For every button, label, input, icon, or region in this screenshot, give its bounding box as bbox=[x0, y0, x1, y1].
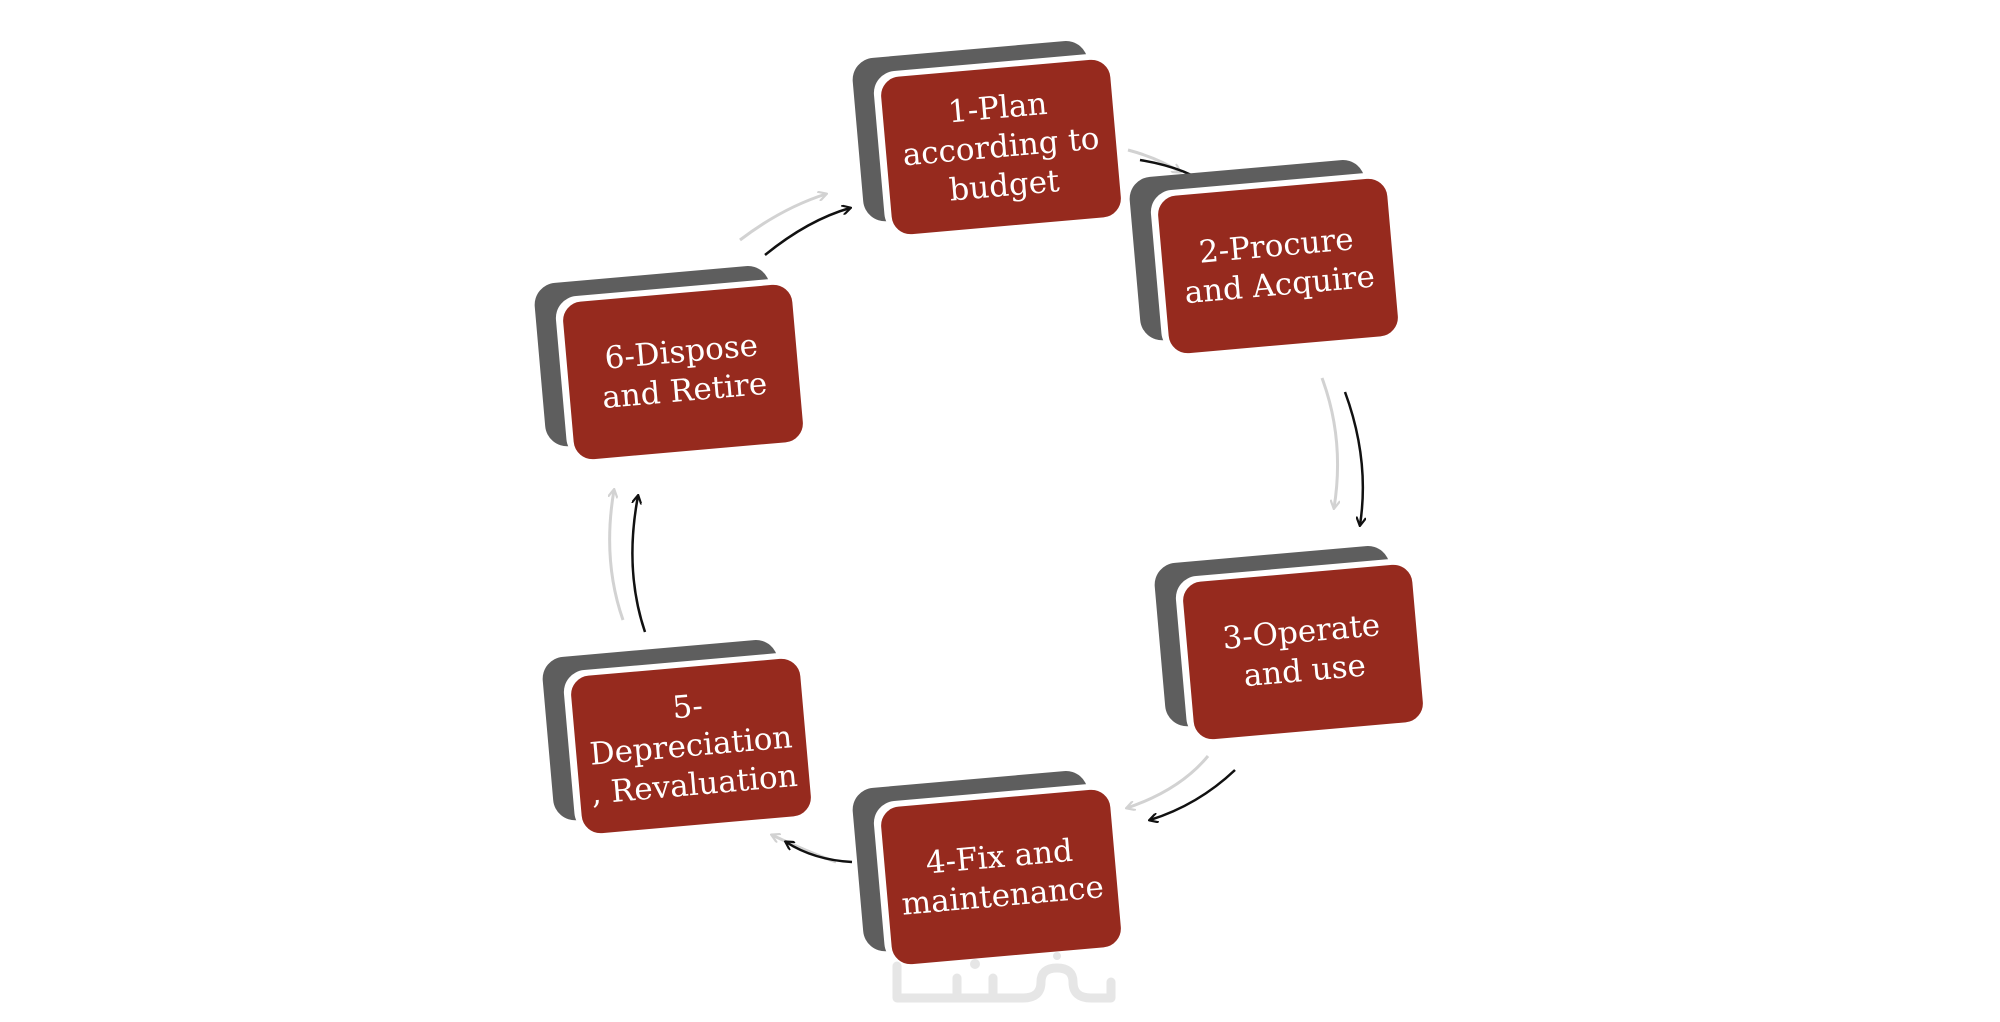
arrow-3-to-4 bbox=[1150, 769, 1236, 820]
box-face: 1-Plan according to budget bbox=[876, 55, 1126, 239]
box-face: 4-Fix and maintenance bbox=[876, 785, 1126, 969]
arrow-shadow-1-to-2 bbox=[1127, 148, 1180, 172]
step-fix-box: 4-Fix and maintenance bbox=[850, 769, 1126, 969]
step-label: 6-Dispose and Retire bbox=[600, 327, 769, 417]
arrow-shadow-6-to-1 bbox=[739, 194, 826, 242]
step-label: 1-Plan according to budget bbox=[901, 85, 1101, 209]
step-depreciation-box: 5- Depreciation , Revaluation bbox=[540, 638, 816, 838]
step-label: 3-Operate and use bbox=[1221, 607, 1382, 695]
arrow-2-to-3 bbox=[1343, 391, 1363, 525]
step-dispose-box: 6-Dispose and Retire bbox=[532, 264, 808, 464]
arrow-5-to-6 bbox=[631, 496, 647, 633]
box-face: 5- Depreciation , Revaluation bbox=[566, 654, 816, 838]
arrow-shadow-4-to-5 bbox=[772, 835, 837, 864]
box-face: 6-Dispose and Retire bbox=[558, 280, 808, 464]
arrow-4-to-5 bbox=[786, 842, 853, 864]
arrow-shadow-3-to-4 bbox=[1127, 755, 1210, 808]
khamsat-watermark-logo bbox=[892, 952, 1116, 1003]
arrow-6-to-1 bbox=[764, 208, 850, 256]
arrow-shadow-2-to-3 bbox=[1320, 377, 1338, 508]
step-operate-box: 3-Operate and use bbox=[1152, 544, 1428, 744]
box-face: 2-Procure and Acquire bbox=[1153, 174, 1403, 358]
step-label: 5- Depreciation , Revaluation bbox=[588, 687, 799, 812]
arrow-shadow-5-to-6 bbox=[610, 490, 625, 621]
step-label: 2-Procure and Acquire bbox=[1183, 221, 1377, 312]
box-face: 3-Operate and use bbox=[1178, 560, 1428, 744]
step-label: 4-Fix and maintenance bbox=[900, 832, 1106, 923]
step-plan-box: 1-Plan according to budget bbox=[850, 39, 1126, 239]
step-procure-box: 2-Procure and Acquire bbox=[1127, 158, 1403, 358]
